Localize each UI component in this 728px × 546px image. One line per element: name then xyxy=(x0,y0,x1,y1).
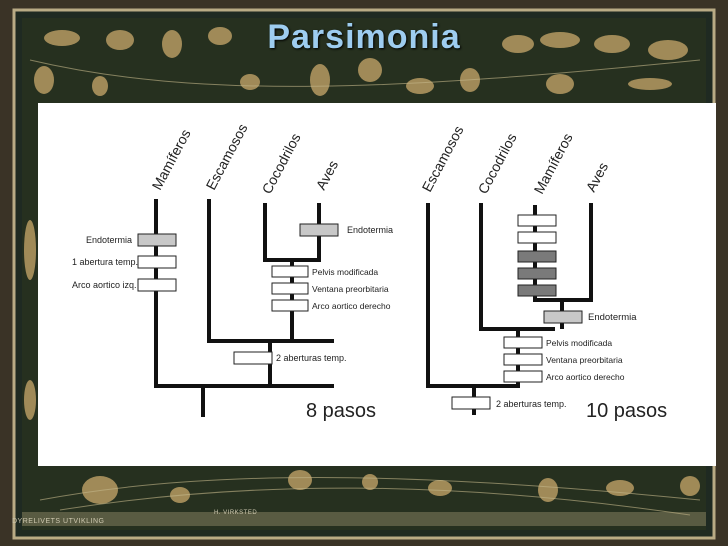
character-label: Arco aortico derecho xyxy=(546,372,625,382)
character-label: 2 aberturas temp. xyxy=(496,399,567,409)
character-box xyxy=(503,336,543,349)
character-box xyxy=(451,396,491,410)
left-cladogram: Mamíferos Escamosos Cocodrilos Aves Endo… xyxy=(72,121,393,422)
character-label: Endotermia xyxy=(86,235,132,245)
character-box xyxy=(137,233,177,247)
character-box xyxy=(137,278,177,292)
taxon-label: Mamíferos xyxy=(531,131,576,197)
character-box xyxy=(517,214,557,227)
taxon-label: Escamosos xyxy=(203,121,251,192)
steps-count: 8 pasos xyxy=(306,400,376,422)
character-box xyxy=(503,370,543,383)
steps-count: 10 pasos xyxy=(586,400,667,422)
taxon-label: Aves xyxy=(313,158,342,193)
character-box xyxy=(137,255,177,269)
branch xyxy=(479,203,555,331)
character-box xyxy=(271,299,309,312)
character-label: 2 aberturas temp. xyxy=(276,353,347,363)
character-label: Endotermia xyxy=(588,312,637,323)
taxon-label: Aves xyxy=(583,160,612,195)
cladograms: Mamíferos Escamosos Cocodrilos Aves Endo… xyxy=(72,121,668,422)
character-label: Pelvis modificada xyxy=(312,267,378,277)
branch xyxy=(426,203,520,388)
character-label: Ventana preorbitaria xyxy=(312,284,389,294)
character-label: 1 abertura temp. xyxy=(72,257,138,267)
character-box xyxy=(271,265,309,278)
character-box xyxy=(299,223,339,237)
character-box xyxy=(271,282,309,295)
taxon-label: Escamosos xyxy=(419,123,467,194)
character-box xyxy=(517,267,557,280)
character-label: Ventana preorbitaria xyxy=(546,355,623,365)
taxon-label: Cocodrilos xyxy=(475,130,520,196)
character-box xyxy=(233,351,273,365)
character-box xyxy=(517,231,557,244)
character-label: Endotermia xyxy=(347,225,393,235)
taxon-label: Cocodrilos xyxy=(259,130,304,196)
character-box xyxy=(517,250,557,263)
character-label: Pelvis modificada xyxy=(546,338,612,348)
character-label: Arco aortico derecho xyxy=(312,301,391,311)
cladogram-panel: Mamíferos Escamosos Cocodrilos Aves Endo… xyxy=(38,103,716,466)
character-box xyxy=(517,284,557,297)
poster-caption: DYRELIVETS UTVIKLING xyxy=(12,518,105,525)
slide-title: Parsimonia xyxy=(267,18,461,56)
right-cladogram: Escamosos Cocodrilos Mamíferos Aves xyxy=(419,123,668,422)
character-box xyxy=(503,353,543,366)
taxon-label: Mamíferos xyxy=(149,127,194,193)
character-label: Arco aortico izq. xyxy=(72,280,137,290)
character-box xyxy=(543,310,583,324)
poster-credit: H. VIRKSTED xyxy=(214,510,258,516)
